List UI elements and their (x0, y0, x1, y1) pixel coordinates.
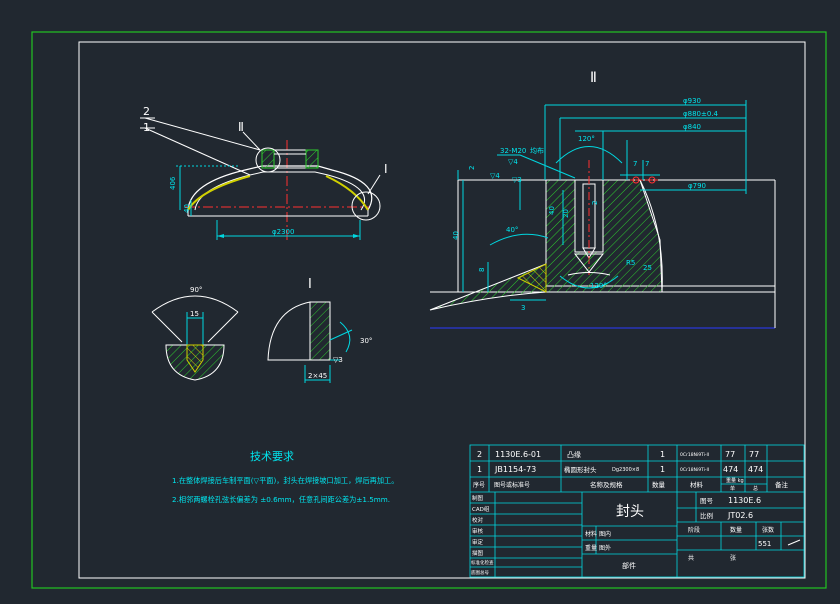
dim-h2b: 2 (591, 201, 599, 205)
part-row-2-total: 77 (749, 450, 759, 459)
weight-value: 图外 (599, 544, 611, 552)
dim-7b: 7 (645, 160, 649, 168)
dim-h2: 2 (468, 166, 476, 170)
stage-label: 阶段 (688, 526, 700, 534)
scale-label: 比例 (700, 511, 713, 520)
part-row-1-name: 椭圆形封头 (564, 465, 597, 474)
header-name: 名称及规格 (590, 480, 623, 489)
role-5: 描图 (472, 549, 484, 557)
dim-h40: 40 (452, 231, 460, 240)
col-page: 张 (730, 554, 736, 562)
main-view (140, 117, 381, 240)
detail-I-view (267, 301, 353, 383)
drawing-no: 1130E.6 (728, 496, 761, 505)
label-detail-I: Ⅰ (384, 162, 388, 176)
role-6: 标准化检查 (471, 559, 494, 566)
rough-3: ▽3 (512, 176, 522, 184)
notes-line-2: 2.相邻两螺栓孔弦长偏差为 ±0.6mm，任意孔间距公差为±1.5mm. (172, 495, 390, 504)
section-width-15: 15 (190, 310, 199, 318)
part-row-2-no: 2 (477, 450, 482, 459)
section-view (151, 295, 239, 381)
dim-thread-note: 均布 (530, 146, 544, 155)
rough-4-mid: ▽4 (490, 172, 500, 180)
detail-I-angle-30: 30° (360, 337, 372, 345)
dim-height-406: 406 (169, 176, 177, 190)
title-detail-I: Ⅰ (308, 277, 312, 292)
header-material: 材料 (690, 480, 704, 489)
header-code: 图号或标准号 (494, 481, 530, 489)
dim-25: 25 (643, 264, 652, 272)
weight-label: 重量 (585, 544, 597, 552)
header-note: 备注 (775, 480, 789, 489)
dim-angle40: 40° (506, 226, 518, 234)
inner-frame (78, 41, 806, 579)
dim-h20: 20 (562, 209, 570, 218)
dim-7a: 7 (633, 160, 637, 168)
part-row-2-code: 1130E.6-01 (495, 450, 541, 459)
col-same: 共 (688, 554, 694, 562)
header-weight-single: 单 (730, 485, 735, 492)
material-value: 图内 (599, 530, 611, 538)
weight-num: 551 (758, 540, 771, 548)
rough-4-top: ▽4 (508, 158, 518, 166)
dim-angle120-bot: 120° (590, 282, 607, 290)
part-row-2-qty: 1 (660, 450, 665, 459)
dim-d930: φ930 (683, 97, 701, 105)
role-0: 制图 (472, 494, 484, 502)
dim-d790: φ790 (688, 182, 706, 190)
role-4: 审定 (472, 538, 484, 546)
sheet-label: 张数 (762, 526, 774, 534)
header-no: 序号 (473, 481, 485, 489)
sheet-slash (787, 539, 801, 546)
notes-title: 技术要求 (250, 450, 294, 463)
title-block-grid (469, 444, 805, 578)
part-row-1-total: 474 (748, 465, 763, 474)
part-row-2-material: 0Cr18Ni9Ti-II (680, 452, 709, 458)
detail-I-chamfer: 2×45 (308, 372, 327, 380)
outer-frame (31, 31, 827, 589)
dim-h8: 8 (478, 268, 486, 272)
label-leader-2: 2 (143, 105, 150, 118)
dim-d880: φ880±0.4 (683, 110, 719, 118)
dim-h3: 3 (521, 304, 525, 312)
section-angle-90: 90° (190, 286, 202, 294)
header-weight: 重量 kg (726, 477, 744, 484)
scale-value: JT02.6 (727, 511, 753, 520)
part-row-1-qty: 1 (660, 465, 665, 474)
label-detail-II: Ⅱ (238, 120, 244, 134)
part-type: 部件 (622, 561, 636, 570)
role-1: CAD组 (472, 505, 490, 513)
part-row-1-no: 1 (477, 465, 482, 474)
part-row-1-code: JB1154-73 (494, 465, 536, 474)
part-row-2-name: 凸缘 (567, 450, 581, 459)
part-row-1-single: 474 (723, 465, 738, 474)
dim-thread: 32-M20 (500, 147, 526, 155)
dim-diameter-2300: φ2300 (272, 228, 294, 236)
dim-h40b: 40 (548, 206, 556, 215)
title-detail-II: Ⅱ (590, 70, 597, 86)
detail-I-rough-3: ▽3 (333, 356, 343, 364)
material-label: 材料 (585, 530, 597, 538)
role-7: 底图总号 (471, 569, 489, 576)
role-2: 校对 (472, 516, 484, 524)
part-row-1-material: 0Cr18Ni9Ti-II (680, 467, 709, 473)
drawing-no-label: 图号 (700, 497, 714, 505)
part-row-2-single: 77 (725, 450, 735, 459)
notes-line-1: 1.在整体焊接后车制平面(▽平面)，封头在焊接坡口加工，焊后再加工。 (172, 476, 398, 485)
dim-flange-40: 40 (183, 204, 191, 213)
qty-label: 数量 (730, 526, 742, 534)
role-3: 审核 (472, 527, 484, 535)
dim-r5: R5 (626, 259, 635, 267)
header-weight-total: 总 (753, 485, 758, 492)
part-row-1-spec: Dg2300×8 (612, 467, 639, 473)
label-leader-1: 1 (143, 121, 150, 134)
drawing-title: 封头 (616, 504, 644, 520)
header-qty: 数量 (652, 480, 666, 489)
detail-II-view (429, 100, 776, 329)
dim-d840: φ840 (683, 123, 701, 131)
dim-angle120-top: 120° (578, 135, 595, 143)
